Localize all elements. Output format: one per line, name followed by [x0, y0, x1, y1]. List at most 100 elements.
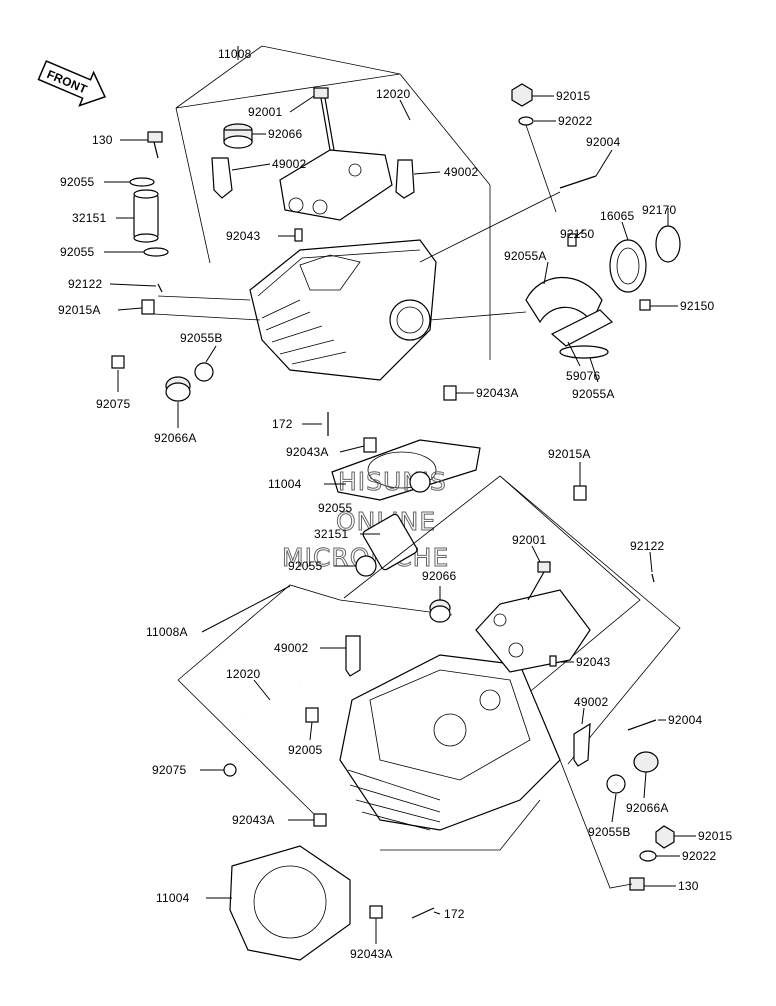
label-32151: 32151: [72, 211, 106, 225]
label-92055B: 92055B: [180, 331, 223, 345]
label-92022: 92022: [558, 114, 592, 128]
label-92055A-2: 92055A: [572, 387, 615, 401]
stud-92004: [559, 175, 597, 189]
dowel-92043A3: [313, 813, 327, 827]
label-59076: 59076: [566, 369, 600, 383]
label-92055-a: 92055: [60, 175, 94, 189]
label-92043A-2: 92043A: [286, 445, 329, 459]
o-ring-92055d: [355, 555, 377, 577]
label-92015-b: 92015: [698, 829, 732, 843]
washer-92022b: [639, 850, 657, 862]
label-32151-b: 32151: [314, 527, 348, 541]
label-49002-c: 49002: [274, 641, 308, 655]
o-ring-92055B: [194, 362, 214, 382]
label-172: 172: [272, 417, 293, 431]
bracket-11008A: [177, 584, 453, 681]
label-92043-b: 92043: [576, 655, 610, 669]
label-11008: 11008: [218, 47, 252, 61]
label-12020-b: 12020: [226, 667, 260, 681]
dowel-92043: [294, 228, 303, 242]
label-92043: 92043: [226, 229, 260, 243]
label-11008A: 11008A: [146, 625, 188, 639]
label-92015A: 92015A: [58, 303, 101, 317]
nut-92015b: [655, 825, 675, 849]
label-172-b: 172: [444, 907, 465, 921]
o-ring-92055c: [409, 471, 431, 493]
nut-92015: [511, 83, 533, 107]
plug-92075b: [223, 763, 237, 777]
label-49002-a: 49002: [272, 157, 306, 171]
bolt-92001b: [537, 561, 551, 573]
stud-172b: [411, 907, 435, 919]
label-16065: 16065: [600, 209, 634, 223]
label-92075: 92075: [96, 397, 130, 411]
label-92055-c: 92055: [318, 501, 352, 515]
label-92150-b: 92150: [680, 299, 714, 313]
bolt-92150b: [639, 299, 651, 311]
label-92122: 92122: [68, 277, 102, 291]
label-92055B-2: 92055B: [588, 825, 631, 839]
bolt-92150a: [567, 233, 577, 247]
label-11004-b: 11004: [156, 891, 190, 905]
label-92005: 92005: [288, 743, 322, 757]
washer-92022: [518, 116, 534, 126]
rear-head-body: [249, 239, 437, 381]
label-92170: 92170: [642, 203, 676, 217]
dowel-92043A4: [369, 905, 383, 919]
valve-guide-49002d: [573, 722, 591, 767]
label-92122-b: 92122: [630, 539, 664, 553]
label-92055A: 92055A: [504, 249, 547, 263]
valve-guide-49002c: [345, 635, 361, 677]
o-ring-92055B2: [606, 774, 626, 794]
label-92066-b: 92066: [422, 569, 456, 583]
o-ring-92055b: [143, 247, 169, 257]
label-92055-b: 92055: [60, 245, 94, 259]
label-92043A: 92043A: [476, 386, 519, 400]
label-92150-a: 92150: [560, 227, 594, 241]
label-92075-b: 92075: [152, 763, 186, 777]
dowel-92015A: [141, 299, 155, 315]
leader-lines: [104, 46, 696, 944]
label-12020: 12020: [376, 87, 410, 101]
stud-92004b: [627, 719, 657, 731]
label-92004-b: 92004: [668, 713, 702, 727]
dowel-92043b: [549, 655, 557, 667]
gasket-11004: [331, 439, 481, 501]
label-130: 130: [92, 133, 113, 147]
rocker-holder-front: [475, 589, 591, 673]
pipe-32151b: [362, 513, 418, 571]
label-49002-d: 49002: [574, 695, 608, 709]
label-92066A: 92066A: [154, 431, 197, 445]
bolt-92001: [313, 87, 329, 99]
pin-92122: [157, 283, 163, 293]
bolt-130: [147, 131, 163, 143]
valve-guide-49002b: [395, 159, 415, 199]
label-92015A-2: 92015A: [548, 447, 591, 461]
label-130-b: 130: [678, 879, 699, 893]
pipe-32151: [133, 193, 159, 239]
label-92022-b: 92022: [682, 849, 716, 863]
dowel-92043A: [443, 385, 457, 401]
plug-92066A2: [633, 751, 659, 773]
part-labels: 11008 92001 92066 49002 12020 49002 9201…: [58, 47, 732, 961]
bracket-11008: [175, 45, 401, 109]
label-92015: 92015: [556, 89, 590, 103]
rear-cylinder-head-group: [111, 45, 681, 501]
front-head-body: [339, 654, 561, 831]
fitting-92005: [305, 707, 319, 723]
label-92001-b: 92001: [512, 533, 546, 547]
valve-guide-49002a: [211, 157, 233, 199]
front-arrow-icon: FRONT: [37, 60, 107, 107]
dowel-92043A-2: [363, 437, 377, 453]
clamp-92170: [655, 225, 681, 263]
exhaust-port: [389, 299, 431, 341]
label-92066A-2: 92066A: [626, 801, 669, 815]
gasket-11004b: [229, 845, 351, 961]
label-92004: 92004: [586, 135, 620, 149]
label-92066: 92066: [268, 127, 302, 141]
gasket-92055A: [559, 345, 609, 359]
label-49002-b: 49002: [444, 165, 478, 179]
dowel-92015A2: [573, 485, 587, 501]
pin-92122b: [651, 573, 655, 583]
